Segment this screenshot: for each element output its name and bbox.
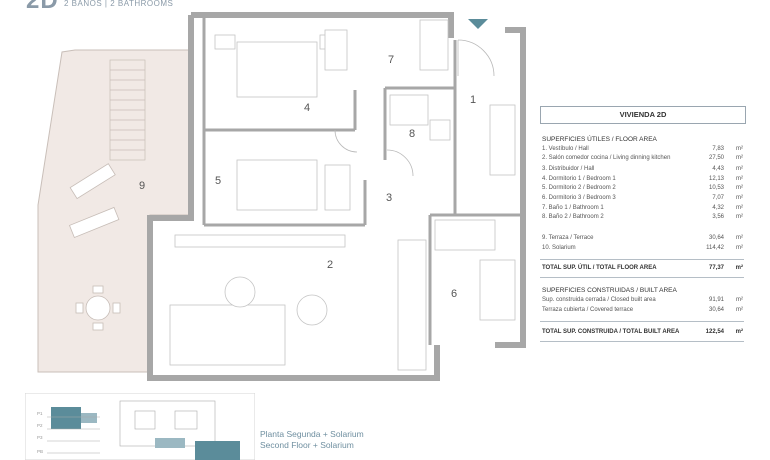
room-number: 2 bbox=[327, 259, 333, 271]
divider bbox=[540, 321, 744, 322]
room-number: 5 bbox=[215, 175, 221, 187]
floor-plan: 1 2 3 4 5 6 7 8 9 bbox=[37, 12, 526, 381]
table-title: VIVIENDA 2D bbox=[540, 106, 746, 124]
keyplan-level-label: P3 bbox=[37, 435, 43, 440]
lounge-chairs bbox=[68, 163, 120, 239]
room-number-labels: 1 2 3 4 5 6 7 8 9 bbox=[139, 54, 476, 300]
unit-subtitle: 2 BAÑOS | 2 BATHROOMS bbox=[64, 0, 174, 8]
divider bbox=[540, 277, 744, 278]
keyplan-level-label: P2 bbox=[37, 423, 43, 428]
furniture bbox=[169, 19, 516, 371]
walls bbox=[147, 12, 526, 381]
divider bbox=[540, 341, 744, 342]
unit-code: 2D bbox=[26, 0, 59, 14]
room-number: 7 bbox=[388, 54, 394, 66]
room-number: 9 bbox=[139, 180, 145, 192]
built-area-header: SUPERFICIES CONSTRUIDAS / BUILT AREA bbox=[542, 287, 677, 294]
terrace-table bbox=[75, 285, 121, 331]
partitions bbox=[202, 18, 523, 345]
room-number: 8 bbox=[409, 128, 415, 140]
staircase bbox=[109, 59, 146, 161]
total-built-row: TOTAL SUP. CONSTRUIDA / TOTAL BUILT AREA… bbox=[542, 329, 743, 335]
area-row: 2. Salón comedor cocina / Living dinning… bbox=[542, 155, 743, 161]
doors bbox=[334, 39, 495, 177]
entrance-marker bbox=[468, 19, 488, 29]
key-plan: P1 P2 P3 PB bbox=[25, 393, 255, 460]
keyplan-level-label: PB bbox=[37, 449, 43, 454]
room-number: 4 bbox=[304, 102, 310, 114]
keyplan-level-label: P1 bbox=[37, 411, 43, 416]
caption-spanish: Planta Segunda + Solarium bbox=[260, 429, 364, 439]
useful-area-header: SUPERFICIES ÚTILES / FLOOR AREA bbox=[542, 136, 657, 143]
room-number: 6 bbox=[451, 288, 457, 300]
divider bbox=[540, 259, 744, 260]
caption-english: Second Floor + Solarium bbox=[260, 440, 354, 450]
room-number: 1 bbox=[470, 94, 476, 106]
built-row: Sup. construida cerrada / Closed built a… bbox=[542, 297, 743, 303]
room-number: 3 bbox=[386, 192, 392, 204]
